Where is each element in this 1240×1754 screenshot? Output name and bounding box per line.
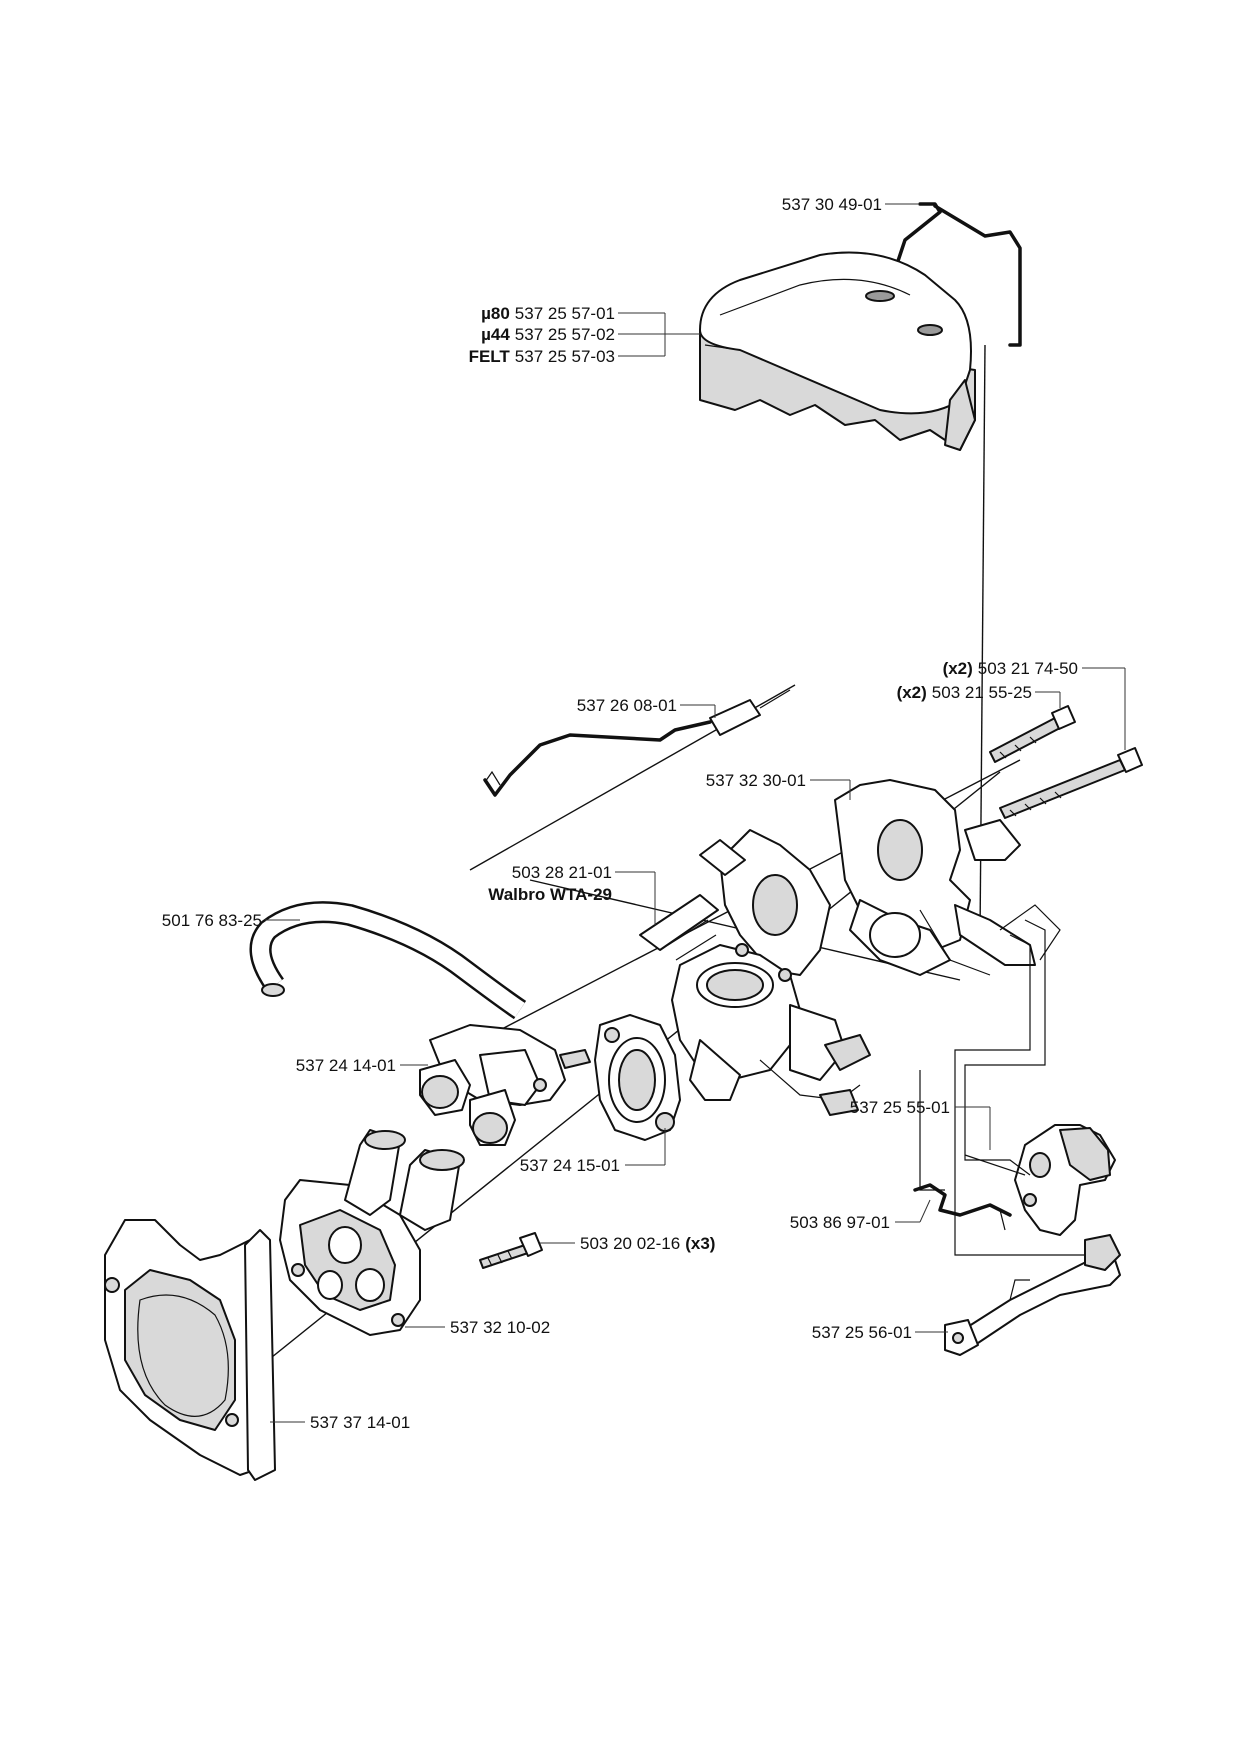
flange-part: [594, 1014, 681, 1141]
choke-lever-part: [964, 1115, 1116, 1236]
spring-part: [913, 1183, 1012, 1231]
label-choke-rod: 537 26 08-01: [577, 696, 677, 715]
label-screw-short: (x2)503 21 55-25: [897, 683, 1032, 702]
label-throttle-link: 537 25 56-01: [812, 1323, 912, 1342]
label-carb-bracket: 537 32 30-01: [706, 771, 806, 790]
label-screw-long: (x2)503 21 74-50: [943, 659, 1078, 678]
carburetor-part: [639, 829, 871, 1116]
label-choke-lever: 537 25 55-01: [850, 1098, 950, 1117]
leader-lines: [265, 203, 1126, 1423]
label-carburetor-model: Walbro WTA-29: [488, 885, 612, 904]
bracket-screws-part: [989, 705, 1143, 819]
label-spring: 503 86 97-01: [790, 1213, 890, 1232]
label-flange: 537 24 15-01: [520, 1156, 620, 1175]
carburetor-bracket-part: [834, 779, 1061, 976]
label-wire-clip: 537 30 49-01: [782, 195, 882, 214]
manifold-bolt-part: [479, 1232, 543, 1269]
choke-rod-part: [483, 689, 791, 797]
label-fuel-hose: 501 76 83-25: [162, 911, 262, 930]
label-intake-elbow: 537 24 14-01: [296, 1056, 396, 1075]
intake-manifold-part: [279, 1129, 465, 1336]
air-filter-part: [699, 251, 976, 451]
fuel-hose-part: [249, 901, 527, 1020]
linkage-route-lines: [919, 919, 1085, 1256]
label-carburetor: 503 28 21-01: [512, 863, 612, 882]
label-intake-manifold: 537 32 10-02: [450, 1318, 550, 1337]
heat-shield-part: [104, 1219, 276, 1481]
intake-elbow-part: [419, 1024, 591, 1146]
label-manifold-bolt: 503 20 02-16(x3): [580, 1234, 715, 1253]
label-heat-shield: 537 37 14-01: [310, 1413, 410, 1432]
throttle-link-part: [944, 1234, 1121, 1356]
